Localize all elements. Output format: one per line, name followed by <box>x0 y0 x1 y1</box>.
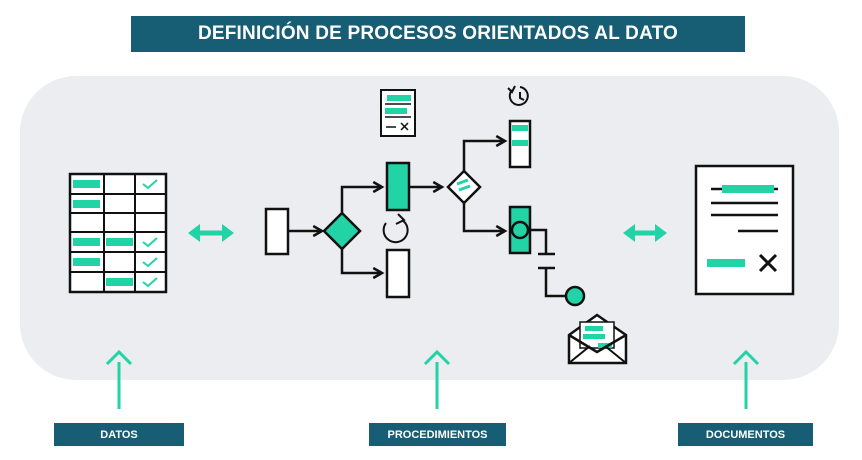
up-arrow-icon <box>105 349 133 409</box>
label-procedimientos: PROCEDIMIENTOS <box>369 423 506 446</box>
process-flow-icon <box>264 119 586 307</box>
form-icon <box>380 89 416 137</box>
decision-diamond-icon <box>322 211 362 251</box>
page-title: DEFINICIÓN DE PROCESOS ORIENTADOS AL DAT… <box>131 16 745 52</box>
up-arrow-icon <box>423 349 451 409</box>
double-arrow-icon <box>188 224 234 242</box>
history-icon <box>507 85 529 106</box>
label-documentos: DOCUMENTOS <box>678 423 813 446</box>
label-datos: DATOS <box>54 423 184 446</box>
double-arrow-icon <box>623 224 667 242</box>
refresh-icon <box>382 213 409 244</box>
document-icon <box>694 164 795 296</box>
up-arrow-icon <box>732 349 760 409</box>
envelope-icon <box>567 313 628 365</box>
data-table-icon <box>68 172 168 294</box>
